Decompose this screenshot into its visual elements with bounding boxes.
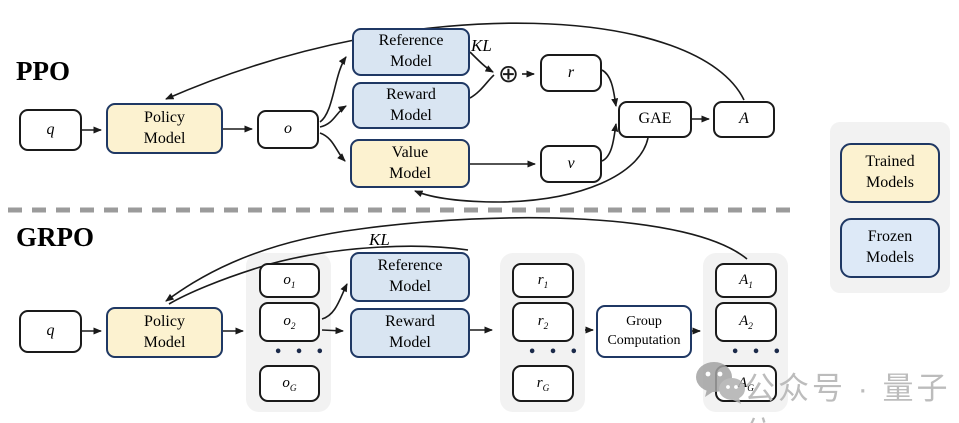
ppo-policy-model-box: Policy Model [106, 103, 223, 154]
grpo-rewards-ellipsis: • • • [528, 345, 582, 360]
grpo-advantage2-box: A2 [715, 302, 777, 342]
grpo-advantage1-box: A1 [715, 263, 777, 298]
grpo-reward2-box: r2 [512, 302, 574, 342]
ppo-value-model-box: Value Model [350, 139, 470, 188]
grpo-outputs-ellipsis: • • • [274, 345, 328, 360]
grpo-kl-label: KL [369, 230, 390, 249]
ppo-advantage-box: A [713, 101, 775, 138]
grpo-query-box: q [19, 310, 82, 353]
legend-trained-models: Trained Models [840, 143, 940, 203]
ppo-value-output-box: v [540, 145, 602, 183]
ppo-gae-box: GAE [618, 101, 692, 138]
grpo-output1-box: o1 [259, 263, 320, 298]
grpo-policy-model-box: Policy Model [106, 307, 223, 358]
ppo-reward-model-box: Reward Model [352, 82, 470, 129]
grpo-reward-model-box: Reward Model [350, 308, 470, 358]
grpo-advantages-ellipsis: • • • [731, 345, 785, 360]
ppo-output-box: o [257, 110, 319, 149]
ppo-reference-model-box: Reference Model [352, 28, 470, 76]
wechat-icon [696, 362, 745, 404]
watermark-text: 公众号 · 量子位 [744, 371, 951, 423]
ppo-section-title: PPO [16, 56, 70, 86]
grpo-group-computation-box: Group Computation [596, 305, 692, 358]
ppo-reward-value-box: r [540, 54, 602, 92]
grpo-outputG-box: oG [259, 365, 320, 402]
grpo-output2-box: o2 [259, 302, 320, 342]
grpo-reward1-box: r1 [512, 263, 574, 298]
plus-circle-icon: ⊕ [498, 59, 519, 88]
grpo-rewardG-box: rG [512, 365, 574, 402]
grpo-reference-model-box: Reference Model [350, 252, 470, 302]
ppo-query-box: q [19, 109, 82, 151]
ppo-kl-label: KL [471, 36, 492, 55]
legend-frozen-models: Frozen Models [840, 218, 940, 278]
grpo-section-title: GRPO [16, 222, 94, 252]
